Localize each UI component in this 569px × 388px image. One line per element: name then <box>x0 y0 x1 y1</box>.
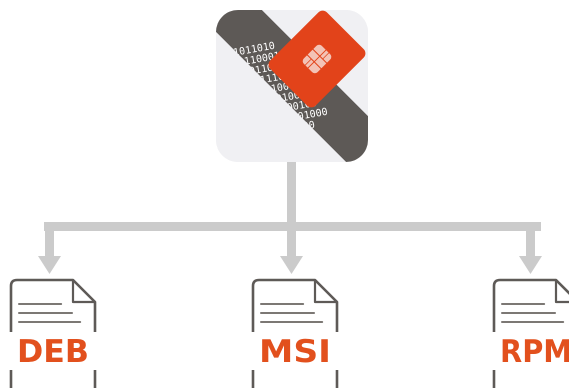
connector-arrow-center <box>280 226 303 274</box>
package-label: MSI <box>259 334 331 370</box>
label-box <box>250 332 340 370</box>
package-deb: DEB <box>8 278 98 388</box>
package-label: RPM <box>500 334 569 370</box>
package-msi: MSI <box>250 278 340 388</box>
smart-card-icon <box>268 10 366 108</box>
file-fold <box>313 280 337 304</box>
label-box <box>8 332 98 370</box>
package-label: DEB <box>17 334 89 370</box>
label-box <box>491 332 569 370</box>
connector-tree <box>38 160 542 274</box>
smart-card-binary-icon: 0101101010110001000000110011011011101110… <box>216 10 368 162</box>
connector-stem <box>287 160 296 227</box>
connector-arrow-left <box>38 226 61 274</box>
file-fold <box>71 280 95 304</box>
connector-arrow-right <box>519 226 542 274</box>
chip-icon <box>302 44 332 74</box>
package-rpm: RPM <box>491 278 569 388</box>
file-fold <box>554 280 569 304</box>
